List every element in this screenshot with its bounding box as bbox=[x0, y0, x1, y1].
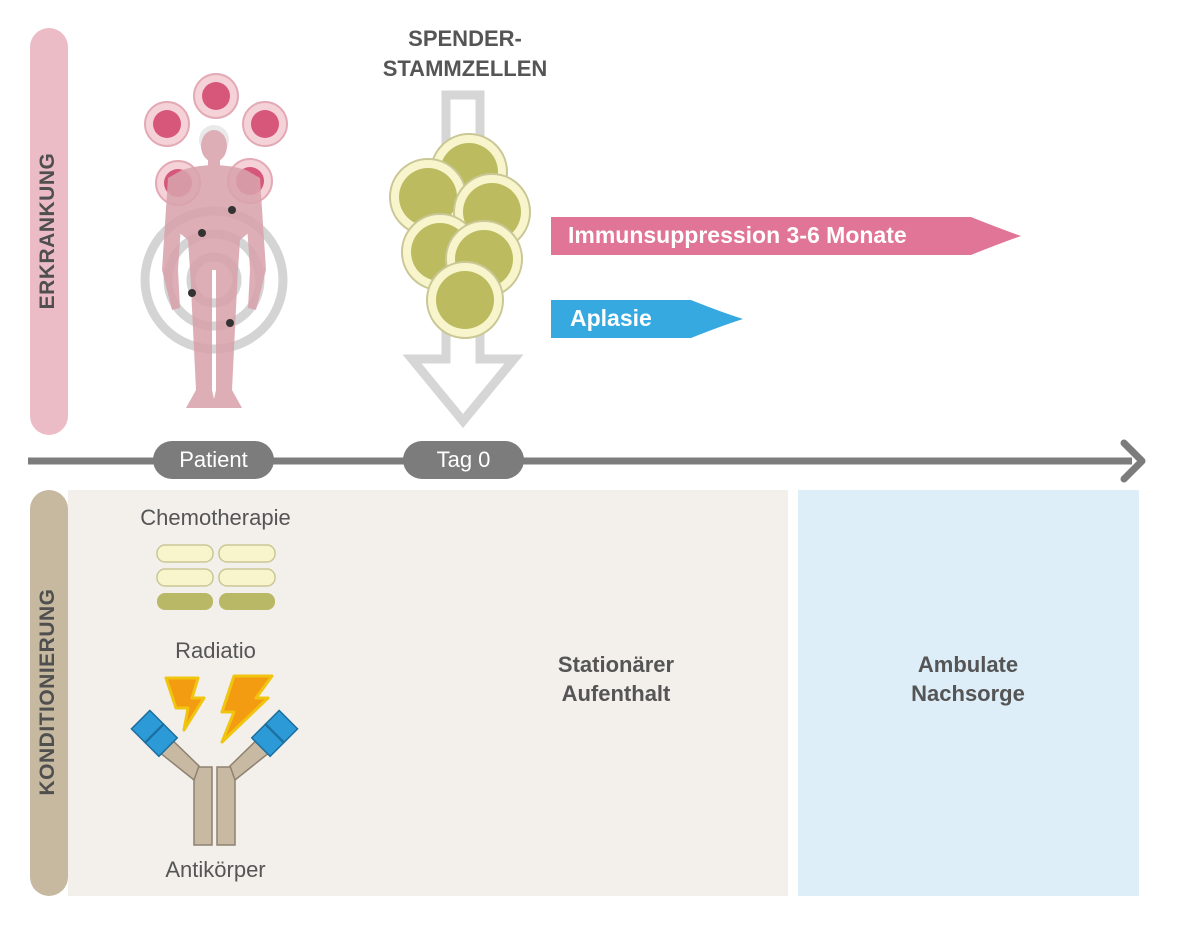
patient-illustration bbox=[140, 73, 288, 408]
inpatient-label: Stationärer Aufenthalt bbox=[476, 650, 756, 708]
timeline-marker-patient: Patient bbox=[153, 441, 274, 479]
antibody-icon bbox=[130, 709, 299, 846]
donor-stem-cells-title: SPENDER- STAMMZELLEN bbox=[340, 24, 590, 84]
antibody-label: Antikörper bbox=[165, 857, 266, 882]
aplasia-label: Aplasie bbox=[570, 305, 652, 331]
disease-section-label: ERKRANKUNG bbox=[36, 152, 59, 310]
inpatient-label-line2: Aufenthalt bbox=[561, 681, 671, 706]
disease-section-bar bbox=[30, 28, 68, 435]
timeline-arrowhead bbox=[1120, 439, 1146, 483]
chemotherapy-label: Chemotherapie bbox=[140, 505, 291, 530]
outpatient-label-line1: Ambulate bbox=[917, 652, 1019, 677]
timeline-marker-day0: Tag 0 bbox=[403, 441, 524, 479]
lightning-bolt-icon bbox=[220, 674, 274, 744]
lightning-icons bbox=[164, 674, 274, 744]
aplasia-arrow bbox=[551, 300, 743, 338]
conditioning-section-bar bbox=[30, 490, 68, 896]
pill-icons bbox=[156, 544, 276, 610]
donor-title-line1: SPENDER- bbox=[408, 26, 522, 51]
chemotherapy-pills bbox=[156, 544, 276, 610]
outpatient-label-line2: Nachsorge bbox=[911, 681, 1025, 706]
lightning-bolt-icon bbox=[164, 676, 206, 732]
outpatient-label: Ambulate Nachsorge bbox=[828, 650, 1108, 708]
human-figure bbox=[162, 125, 266, 408]
radiation-label: Radiatio bbox=[175, 638, 256, 663]
inpatient-label-line1: Stationärer bbox=[557, 652, 675, 677]
immunosuppression-arrow bbox=[551, 217, 1021, 255]
stem-cell-cluster bbox=[389, 133, 531, 339]
outpatient-panel bbox=[798, 490, 1139, 896]
immunosuppression-label: Immunsuppression 3-6 Monate bbox=[568, 222, 907, 248]
conditioning-section-label: KONDITIONIERUNG bbox=[36, 588, 59, 796]
donor-title-line2: STAMMZELLEN bbox=[382, 56, 548, 81]
stem-cells bbox=[389, 133, 531, 339]
disease-markers bbox=[188, 206, 236, 327]
